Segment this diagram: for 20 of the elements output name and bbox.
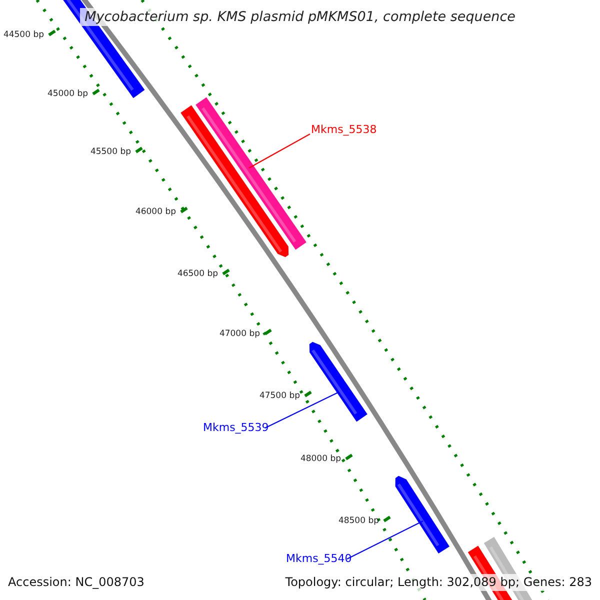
- gene-bar: [309, 342, 368, 422]
- gene-bar: [196, 97, 306, 250]
- leader-line: [248, 133, 310, 169]
- gene-label: Mkms_5538: [311, 123, 377, 136]
- leader-line: [346, 520, 424, 560]
- gene-bar: [395, 476, 450, 554]
- accession-text: Accession: NC_008703: [6, 574, 146, 591]
- position-label: 48500 bp: [337, 516, 379, 526]
- gene-label: Mkms_5539: [203, 421, 269, 434]
- position-label: 45500 bp: [89, 147, 131, 157]
- position-label: 47000 bp: [218, 329, 260, 339]
- summary-text: Topology: circular; Length: 302,089 bp; Genes: 283: [283, 574, 594, 591]
- position-label: 46500 bp: [176, 269, 218, 279]
- position-label: 47500 bp: [258, 391, 300, 401]
- gene-bar: [180, 105, 289, 258]
- position-label: 45000 bp: [46, 89, 88, 99]
- position-label: 48000 bp: [299, 454, 341, 464]
- position-label: 46000 bp: [134, 207, 176, 217]
- position-label: 44500 bp: [2, 30, 44, 40]
- gene-label: Mkms_5540: [286, 552, 352, 565]
